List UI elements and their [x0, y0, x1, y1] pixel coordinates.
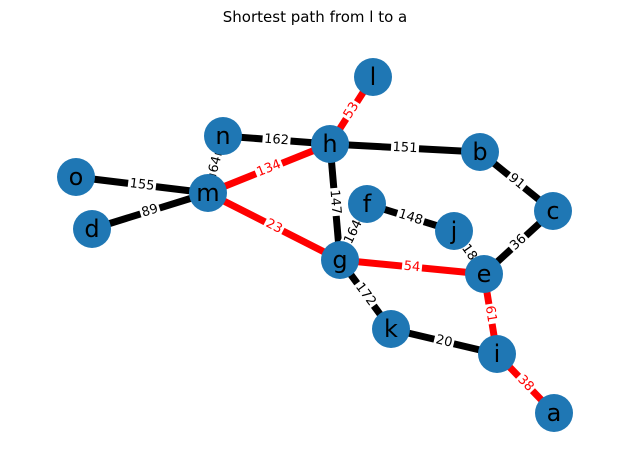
edge-weight-bg — [512, 370, 539, 397]
edge-weight-h-g: 147 — [325, 187, 345, 217]
edge-weight-bg — [350, 278, 381, 311]
edge-weight-label: 147 — [326, 189, 343, 215]
node-label: a — [547, 399, 562, 427]
edge-weight-bg — [505, 229, 532, 256]
edge-weight-bg — [253, 155, 285, 182]
node-circle — [73, 210, 111, 248]
node-circle — [465, 255, 503, 293]
node-label: i — [494, 340, 501, 368]
edge-weight-label: 148 — [396, 207, 424, 229]
node-l: l — [354, 58, 392, 96]
node-b: b — [461, 133, 499, 171]
node-circle — [372, 310, 410, 348]
edge-weight-i-a: 38 — [512, 370, 539, 397]
node-label: k — [384, 315, 398, 343]
edge-weight-label: 64 — [206, 155, 225, 175]
node-circle — [321, 241, 359, 279]
diagram-title: Shortest path from l to a — [223, 8, 407, 26]
node-g: g — [321, 241, 359, 279]
node-m: m — [189, 174, 227, 212]
node-label: l — [370, 63, 377, 91]
node-e: e — [465, 255, 503, 293]
node-o: o — [57, 158, 95, 196]
edge-weight-c-e: 36 — [505, 229, 532, 256]
node-h: h — [311, 125, 349, 163]
edge-weight-label: 20 — [434, 332, 454, 350]
nodes-layer: l n h b o m f j c d g e k i a — [57, 58, 573, 432]
node-circle — [461, 133, 499, 171]
node-label: d — [84, 215, 99, 243]
edge-weight-bg — [390, 139, 420, 157]
node-circle — [311, 125, 349, 163]
edge-weight-bg — [340, 215, 367, 249]
edge-weight-h-b: 151 — [390, 139, 420, 157]
edge-weight-bg — [401, 258, 423, 276]
edge-weight-label: 162 — [264, 132, 290, 149]
edge-weight-l-h: 53 — [339, 97, 364, 124]
node-f: f — [348, 185, 386, 223]
edge-weight-bg — [325, 187, 345, 217]
edge-weight-e-i: 61 — [480, 302, 501, 326]
edge-weight-bg — [127, 175, 157, 195]
node-label: c — [546, 197, 559, 225]
edge-weight-label: 61 — [482, 305, 499, 324]
edge-weight-n-h: 162 — [261, 130, 292, 150]
edge-weight-bg — [261, 130, 292, 150]
node-circle — [348, 185, 386, 223]
node-label: n — [215, 122, 230, 150]
edge-weight-bg — [432, 331, 456, 352]
edge-weight-bg — [394, 205, 427, 230]
edge-weight-bg — [480, 302, 501, 326]
node-circle — [204, 117, 242, 155]
node-circle — [435, 212, 473, 250]
node-d: d — [73, 210, 111, 248]
node-c: c — [534, 192, 572, 230]
node-circle — [189, 174, 227, 212]
node-i: i — [478, 335, 516, 373]
edge-weight-bg — [138, 200, 162, 222]
edge-weight-bg — [339, 97, 364, 124]
edge-weight-d-m: 89 — [138, 200, 162, 222]
node-label: g — [332, 246, 347, 274]
node-circle — [534, 192, 572, 230]
node-circle — [57, 158, 95, 196]
edge-weight-m-g: 23 — [261, 214, 287, 239]
node-circle — [535, 394, 573, 432]
edge-weight-label: 151 — [392, 140, 418, 156]
edge-weight-f-j: 148 — [394, 205, 427, 230]
node-label: o — [69, 163, 84, 191]
edge-weight-bg — [261, 214, 287, 239]
node-circle — [354, 58, 392, 96]
node-label: b — [472, 138, 487, 166]
node-label: f — [363, 190, 372, 218]
node-circle — [478, 335, 516, 373]
node-j: j — [435, 212, 473, 250]
edge-weight-bg — [205, 152, 226, 177]
edge-weight-h-m: 134 — [253, 155, 285, 182]
node-label: j — [450, 217, 458, 245]
edge-weight-label: 23 — [263, 216, 285, 237]
edge-weight-o-m: 155 — [127, 175, 157, 195]
edge-weight-k-i: 20 — [432, 331, 456, 352]
edge-weight-label: 54 — [403, 259, 421, 276]
edge-weight-label: 89 — [140, 201, 160, 220]
edge-weight-b-c: 91 — [503, 168, 530, 195]
node-n: n — [204, 117, 242, 155]
node-label: m — [196, 179, 219, 207]
node-a: a — [535, 394, 573, 432]
node-k: k — [372, 310, 410, 348]
node-label: h — [322, 130, 337, 158]
edge-weight-label: 155 — [129, 176, 155, 194]
edge-weight-bg — [503, 168, 530, 195]
edge-weight-g-e: 54 — [401, 258, 423, 276]
node-label: e — [477, 260, 492, 288]
edge-weight-n-m: 64 — [205, 152, 226, 177]
